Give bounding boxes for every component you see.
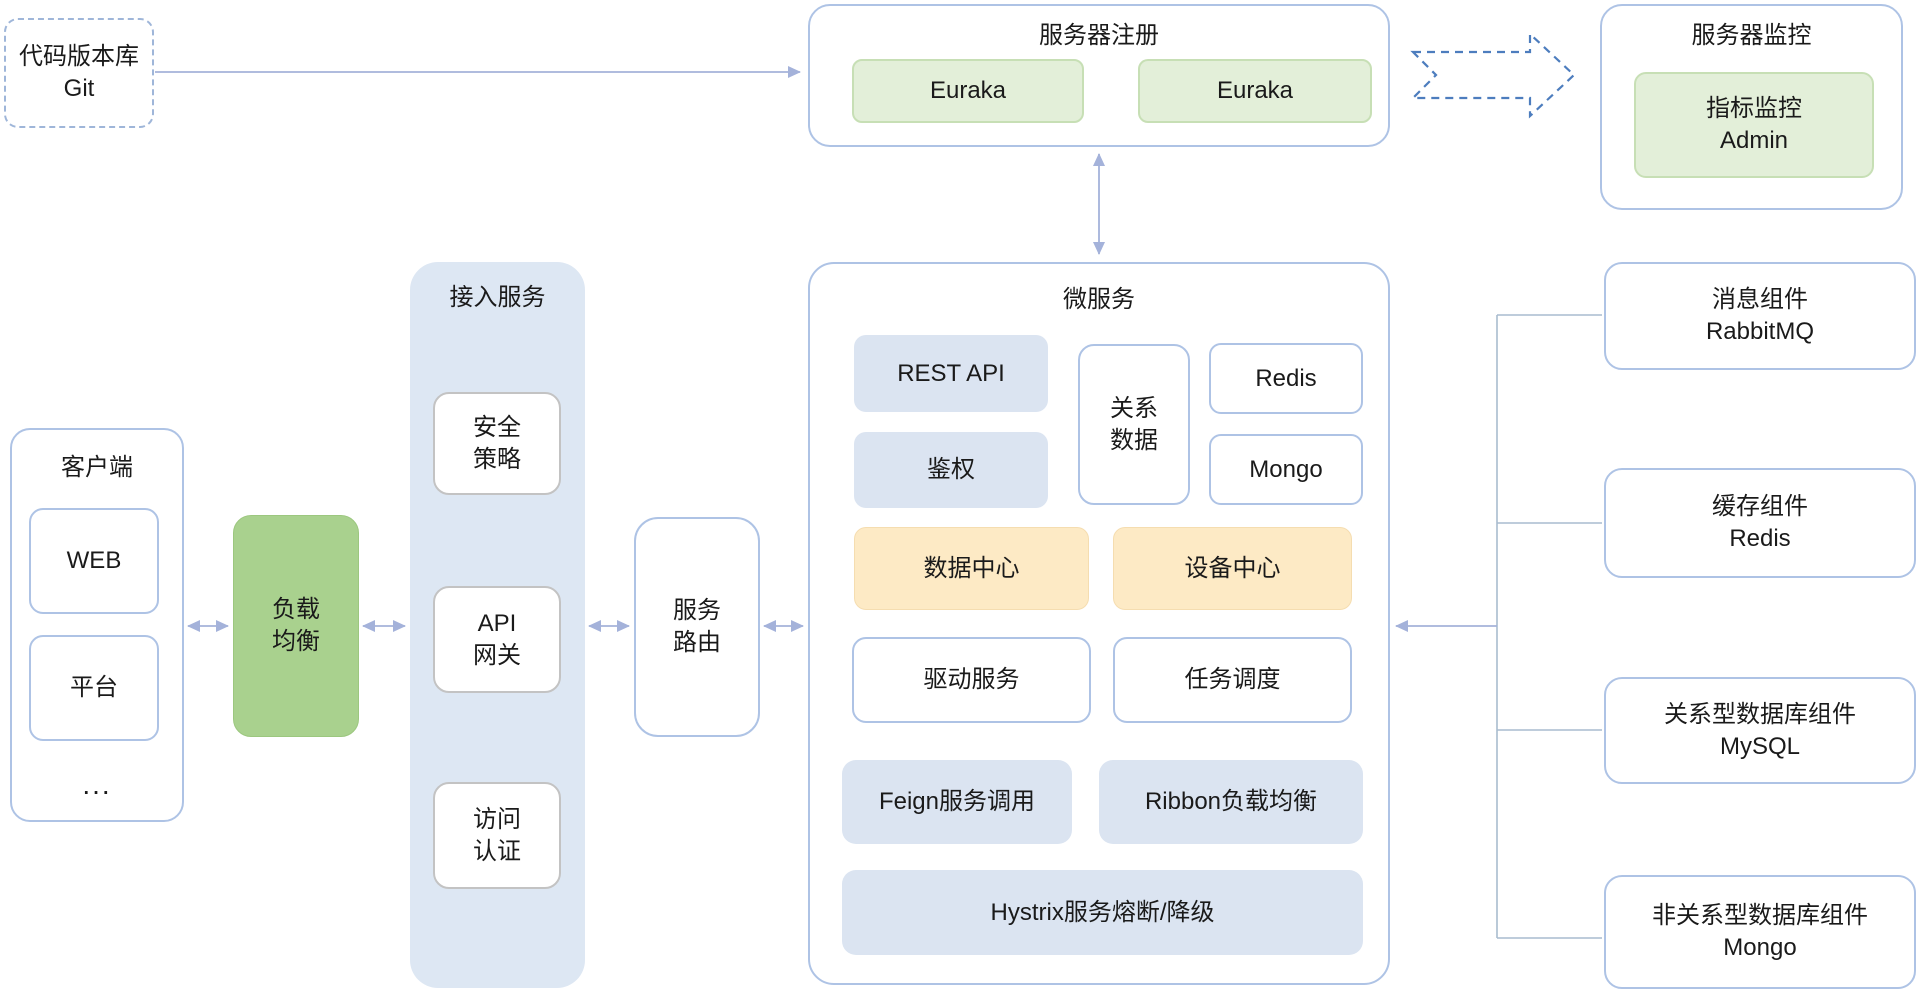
driver-service-label: 驱动服务 <box>923 666 1020 694</box>
access-auth-label: 访问 认证 <box>473 805 521 865</box>
node-access-service: 接入服务 安全 策略 API 网关 访问 认证 <box>410 262 585 988</box>
node-component-mysql: 关系型数据库组件 MySQL <box>1604 677 1916 784</box>
git-repo-label: 代码版本库 Git <box>19 43 139 102</box>
node-access-auth: 访问 认证 <box>433 782 561 889</box>
node-relational-data: 关系 数据 <box>1078 344 1190 505</box>
node-ribbon: Ribbon负载均衡 <box>1099 760 1363 844</box>
node-api-gateway: API 网关 <box>433 586 561 693</box>
microservices-title: 微服务 <box>1063 286 1135 313</box>
redis-label: Redis <box>1255 364 1317 392</box>
hystrix-label: Hystrix服务熔断/降级 <box>990 898 1215 926</box>
server-registry-title: 服务器注册 <box>1039 22 1159 49</box>
eureka-2-label: Euraka <box>1216 77 1294 105</box>
client-platform-label: 平台 <box>70 674 118 702</box>
node-component-redis: 缓存组件 Redis <box>1604 468 1916 578</box>
node-data-center: 数据中心 <box>854 527 1089 610</box>
access-service-title: 接入服务 <box>449 284 546 311</box>
node-feign: Feign服务调用 <box>842 760 1072 844</box>
dashed-block-arrow-icon <box>1410 31 1576 119</box>
node-client-platform: 平台 <box>29 635 159 741</box>
security-policy-label: 安全 策略 <box>473 413 521 473</box>
node-server-monitor: 服务器监控 指标监控 Admin <box>1600 4 1903 210</box>
rest-api-label: REST API <box>897 359 1005 387</box>
task-scheduler-label: 任务调度 <box>1184 666 1281 694</box>
node-server-registry: 服务器注册 Euraka Euraka <box>808 4 1390 147</box>
device-center-label: 设备中心 <box>1184 554 1281 582</box>
node-load-balancer: 负载 均衡 <box>233 515 359 737</box>
feign-label: Feign服务调用 <box>878 788 1036 816</box>
node-microservices: 微服务 REST API 鉴权 关系 数据 Redis Mongo 数据中心 设… <box>808 262 1390 985</box>
node-rest-api: REST API <box>854 335 1048 412</box>
node-client-web: WEB <box>29 508 159 614</box>
component-mongo-label: 非关系型数据库组件 Mongo <box>1652 902 1868 961</box>
node-client: 客户端 WEB 平台 ... <box>10 428 184 822</box>
client-ellipsis-label: ... <box>82 768 112 800</box>
node-redis: Redis <box>1209 343 1363 414</box>
mongo-label: Mongo <box>1249 455 1323 483</box>
relational-data-label: 关系 数据 <box>1110 394 1158 454</box>
component-mysql-label: 关系型数据库组件 MySQL <box>1664 700 1856 760</box>
authz-label: 鉴权 <box>927 456 975 484</box>
node-eureka-2: Euraka <box>1138 59 1372 123</box>
client-ellipsis: ... <box>12 760 182 810</box>
component-redis-label: 缓存组件 Redis <box>1712 493 1808 552</box>
server-monitor-title: 服务器监控 <box>1691 22 1812 49</box>
node-component-mongo: 非关系型数据库组件 Mongo <box>1604 875 1916 989</box>
client-web-label: WEB <box>66 547 122 575</box>
load-balancer-label: 负载 均衡 <box>272 596 320 655</box>
component-rabbitmq-label: 消息组件 RabbitMQ <box>1705 286 1815 345</box>
api-gateway-label: API 网关 <box>473 609 521 669</box>
node-task-scheduler: 任务调度 <box>1113 637 1352 723</box>
components-branch-lines <box>1496 314 1602 939</box>
node-service-router: 服务 路由 <box>634 517 760 737</box>
metrics-admin-label: 指标监控 Admin <box>1706 95 1802 154</box>
node-mongo: Mongo <box>1209 434 1363 505</box>
node-driver-service: 驱动服务 <box>852 637 1091 723</box>
data-center-label: 数据中心 <box>923 554 1020 582</box>
node-eureka-1: Euraka <box>852 59 1084 123</box>
node-device-center: 设备中心 <box>1113 527 1352 610</box>
service-router-label: 服务 路由 <box>673 597 721 656</box>
node-component-rabbitmq: 消息组件 RabbitMQ <box>1604 262 1916 370</box>
node-git-repo: 代码版本库 Git <box>4 18 154 128</box>
node-metrics-admin: 指标监控 Admin <box>1634 72 1874 178</box>
node-security-policy: 安全 策略 <box>433 392 561 495</box>
ribbon-label: Ribbon负载均衡 <box>1144 788 1318 816</box>
node-authz: 鉴权 <box>854 432 1048 508</box>
client-title: 客户端 <box>61 454 133 481</box>
node-hystrix: Hystrix服务熔断/降级 <box>842 870 1363 955</box>
eureka-1-label: Euraka <box>929 77 1007 105</box>
